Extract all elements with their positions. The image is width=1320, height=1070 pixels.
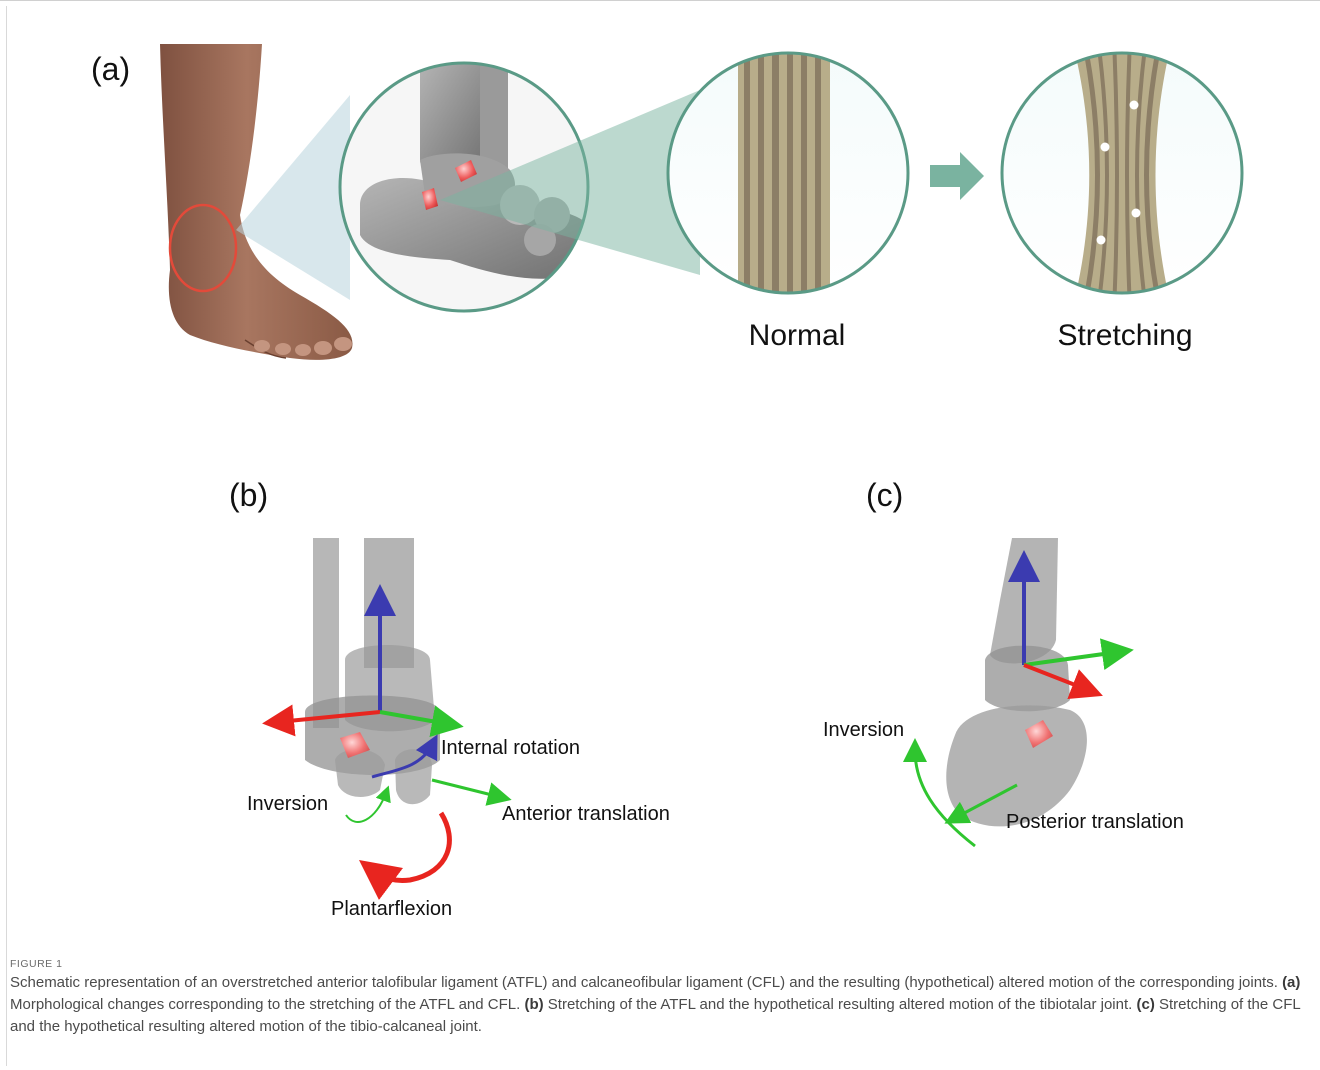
inversion-label-c: Inversion — [823, 719, 904, 741]
caption-text: Schematic representation of an overstret… — [10, 972, 1310, 1038]
posterior-translation-label: Posterior translation — [1006, 811, 1184, 833]
normal-fiber-circle — [668, 40, 908, 310]
caption-a-text: Morphological changes corresponding to t… — [10, 996, 520, 1013]
figure-number: FIGURE 1 — [10, 958, 1310, 970]
caption-intro: Schematic representation of an overstret… — [10, 974, 1278, 991]
caption-b-text: Stretching of the ATFL and the hypotheti… — [548, 996, 1133, 1013]
caption-a-tag: (a) — [1282, 974, 1300, 991]
stretching-label: Stretching — [1057, 319, 1192, 352]
caption-c-tag: (c) — [1136, 996, 1154, 1013]
plantarflexion-label: Plantarflexion — [331, 898, 452, 920]
stretching-fiber-circle — [1002, 40, 1242, 310]
tibiotalar-bone-model — [305, 538, 440, 804]
anterior-translation-label: Anterior translation — [502, 803, 670, 825]
figure-caption: FIGURE 1 Schematic representation of an … — [10, 958, 1310, 1038]
panel-c-label: (c) — [866, 477, 903, 513]
inversion-label-b: Inversion — [247, 793, 328, 815]
internal-rotation-label: Internal rotation — [441, 737, 580, 759]
panel-b-label: (b) — [229, 477, 268, 513]
normal-label: Normal — [749, 319, 846, 352]
panel-a-label: (a) — [91, 51, 130, 87]
figure-illustration: (a) — [0, 0, 1320, 950]
transition-arrow — [930, 152, 984, 200]
caption-b-tag: (b) — [524, 996, 543, 1013]
